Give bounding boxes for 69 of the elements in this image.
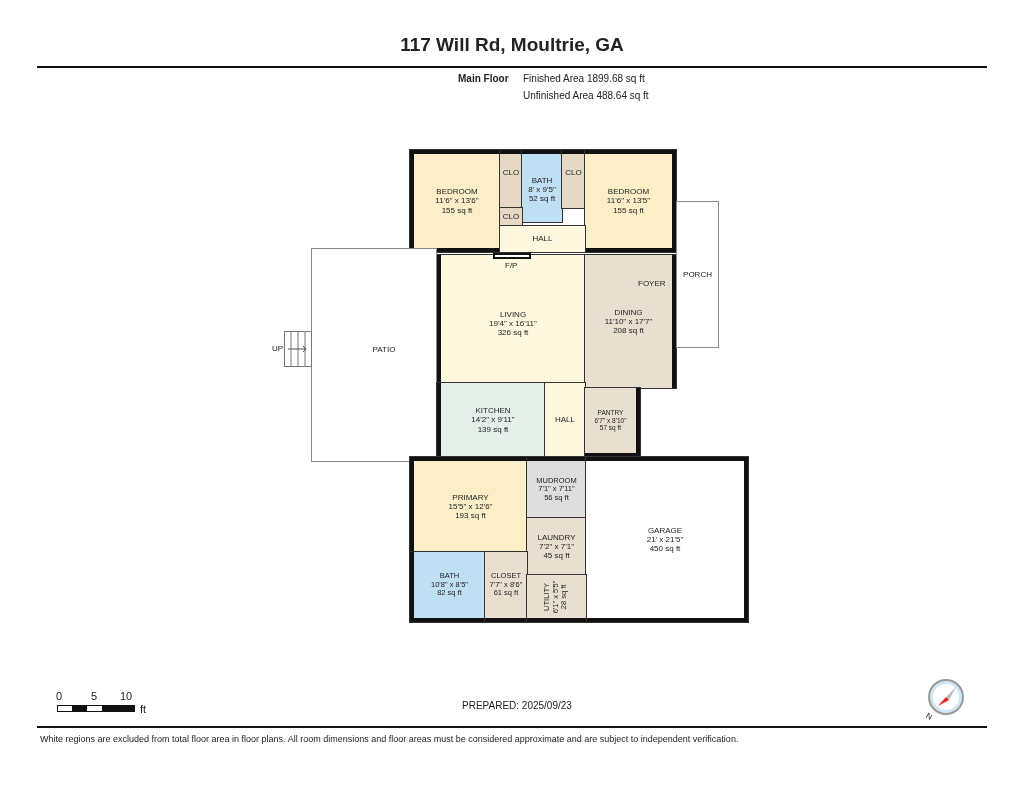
scale-unit: ft xyxy=(140,703,147,715)
room xyxy=(410,552,485,622)
room-area: 208 sq ft xyxy=(613,326,644,336)
room-area: 326 sq ft xyxy=(497,328,529,338)
room xyxy=(410,150,500,252)
room-dimensions: 11'6" x 13'6" xyxy=(435,196,479,206)
room-dimensions: 7'2" x 7'1" xyxy=(539,541,574,552)
room-area: 450 sq ft xyxy=(649,544,681,554)
room xyxy=(437,255,585,383)
area-summary: Finished Area 1899.68 sq ft xyxy=(523,73,645,84)
room-area: 139 sq ft xyxy=(477,424,509,434)
scale-number: 10 xyxy=(120,690,133,702)
room-name: BATH xyxy=(531,176,553,186)
room-name: BEDROOM xyxy=(607,187,650,197)
room xyxy=(527,575,586,622)
room-name: DINING xyxy=(614,307,643,317)
room-area: 193 sq ft xyxy=(455,511,486,521)
room-name: CLO xyxy=(565,168,582,178)
stairs-label: UP xyxy=(272,344,284,353)
room-name: FOYER xyxy=(638,279,666,288)
room-name: PATIO xyxy=(372,345,396,355)
room-dimensions: 11'10" x 17'7" xyxy=(604,316,653,327)
room xyxy=(585,150,676,252)
north-label: N xyxy=(924,711,934,722)
room xyxy=(527,518,586,575)
room xyxy=(500,226,585,252)
room-name: CLO xyxy=(502,212,520,222)
room-name: CLO xyxy=(502,168,520,178)
room xyxy=(585,255,676,388)
room-dimensions: 8' x 9'5" xyxy=(528,185,556,195)
room-area: 155 sq ft xyxy=(613,205,644,215)
room xyxy=(562,150,585,208)
room-dimensions: 14'2" x 9'11" xyxy=(471,415,515,425)
room-area: 52 sq ft xyxy=(528,194,556,204)
room-dimensions: 21' x 21'5" xyxy=(646,534,684,545)
disclaimer-note: White regions are excluded from total floor area in floor plans. All room dimensions and floor areas must be considered approximate and are subject to independent verification. xyxy=(40,734,739,744)
room xyxy=(522,150,562,222)
room-name: LAUNDRY xyxy=(537,532,576,542)
room-name: HALL xyxy=(555,415,575,425)
room xyxy=(485,552,527,622)
page-title: 117 Will Rd, Moultrie, GA xyxy=(399,34,625,56)
outdoor-area xyxy=(676,201,719,348)
room-area: 45 sq ft xyxy=(543,551,570,561)
room xyxy=(437,383,545,457)
scale-number: 5 xyxy=(91,690,98,702)
room-name: HALL xyxy=(532,234,553,244)
outdoor-area xyxy=(586,457,748,622)
room-name: LIVING xyxy=(499,310,527,320)
outdoor-area xyxy=(311,248,437,462)
room-dimensions: 19'4" x 16'11" xyxy=(489,319,537,329)
room-area: 155 sq ft xyxy=(441,205,473,215)
room-name: PORCH xyxy=(683,269,712,280)
area-summary: Unfinished Area 488.64 sq ft xyxy=(523,90,649,101)
room xyxy=(585,388,640,457)
room-dimensions: 11'6" x 13'5" xyxy=(606,196,651,206)
room-dimensions: 15'5" x 12'6" xyxy=(448,501,493,512)
room xyxy=(527,457,586,518)
room-name: BEDROOM xyxy=(436,187,478,197)
room xyxy=(410,457,527,552)
room xyxy=(500,208,522,226)
room xyxy=(545,383,585,457)
fireplace-label: F/P xyxy=(505,261,518,270)
room xyxy=(500,150,522,208)
prepared-date: PREPARED: 2025/09/23 xyxy=(462,700,572,711)
room-name: GARAGE xyxy=(647,525,683,535)
scale-number: 0 xyxy=(56,690,63,702)
room-name: PRIMARY xyxy=(452,492,489,502)
floor-name: Main Floor xyxy=(458,73,509,84)
room-name: KITCHEN xyxy=(475,406,511,416)
